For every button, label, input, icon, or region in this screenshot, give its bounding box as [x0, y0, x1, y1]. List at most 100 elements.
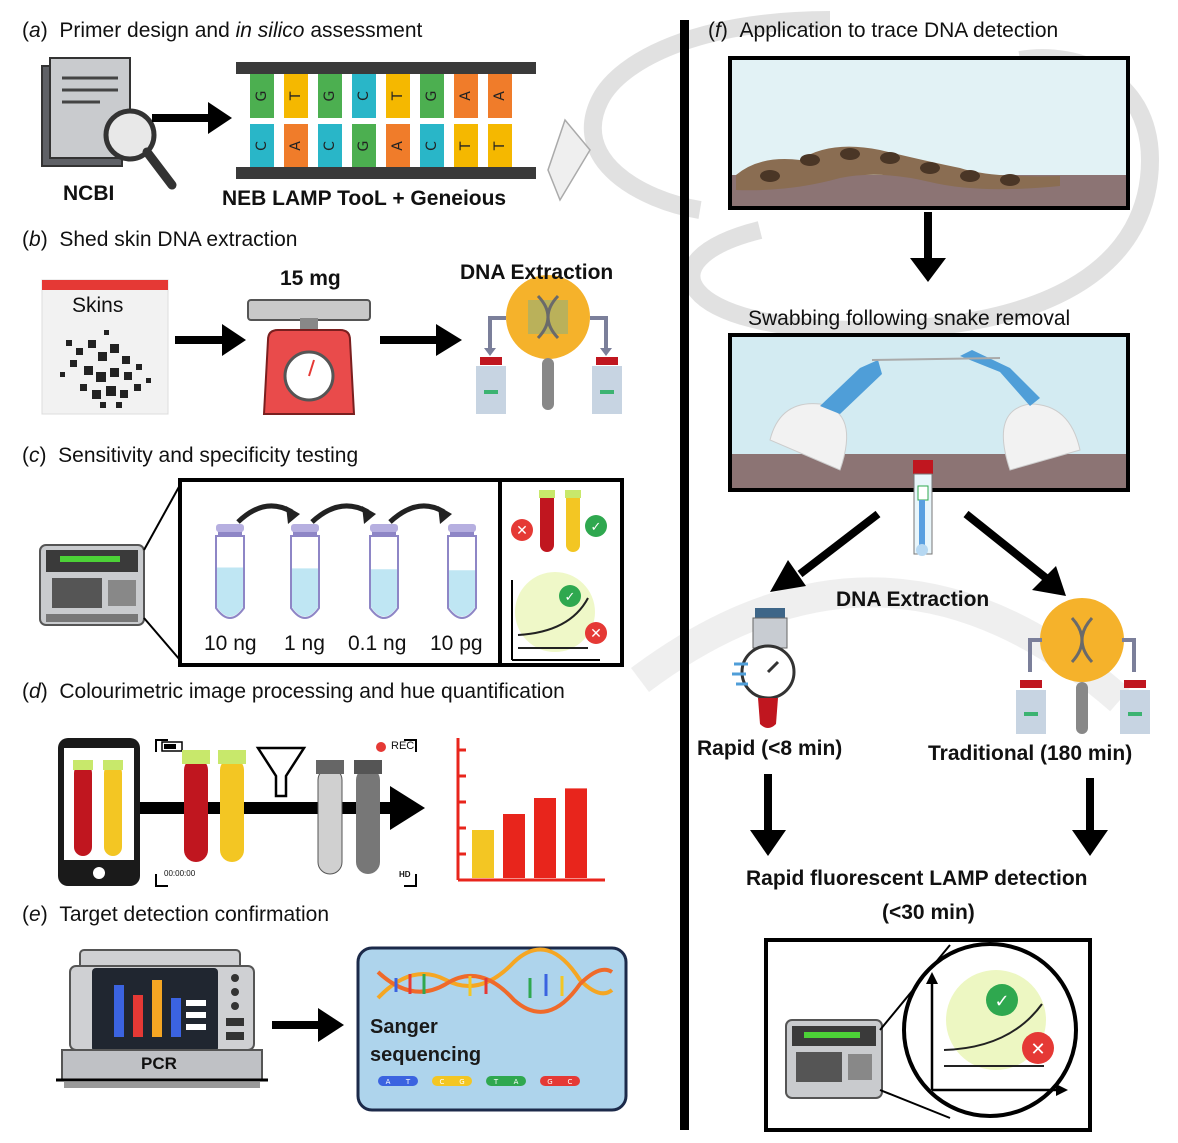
- base-pair-letter: T: [405, 1078, 411, 1086]
- base-tile-top: [454, 74, 478, 118]
- lamp-machine-icon: [39, 544, 145, 626]
- skins-label: Skins: [72, 294, 124, 317]
- panel-e-title: (e) Target detection confirmation: [22, 903, 330, 926]
- base-letter-bottom: G: [356, 141, 372, 152]
- sanger-label-line2: sequencing: [370, 1044, 482, 1066]
- svg-text:✕: ✕: [1030, 1039, 1045, 1060]
- document-search-icon: [41, 57, 177, 190]
- mass-label: 15 mg: [280, 267, 341, 290]
- arrow-down-icon: [910, 212, 946, 282]
- tube-liquid: [371, 569, 397, 617]
- base-letter-top: T: [288, 91, 304, 101]
- arrow-down-left-icon: [770, 510, 881, 592]
- dilution-label-3: 0.1 ng: [348, 632, 407, 655]
- shed-skin-image: [41, 279, 169, 415]
- tube-liquid: [217, 567, 243, 617]
- svg-text:✓: ✓: [591, 520, 602, 535]
- svg-text:✕: ✕: [516, 523, 528, 539]
- weighing-scale-icon: [247, 299, 371, 415]
- sanger-label-line1: Sanger: [370, 1016, 438, 1038]
- base-tile-top: [488, 74, 512, 118]
- pcr-label: PCR: [141, 1054, 177, 1073]
- base-pair-letter: C: [440, 1078, 445, 1086]
- base-tile-bottom: [420, 124, 444, 167]
- base-pair-pill: [486, 1076, 526, 1086]
- dilution-label-1: 10 ng: [204, 632, 257, 655]
- base-letter-bottom: C: [254, 141, 270, 151]
- svg-text:✓: ✓: [994, 991, 1009, 1012]
- rec-label: REC: [391, 740, 415, 752]
- base-letter-bottom: T: [458, 141, 474, 151]
- lamp-label-line2: (<30 min): [882, 901, 975, 924]
- base-pair-letter: G: [459, 1078, 464, 1086]
- base-letter-top: T: [390, 91, 406, 101]
- base-letter-top: G: [424, 91, 440, 102]
- base-letter-top: G: [254, 91, 270, 102]
- swab-tube-icon: [913, 460, 933, 556]
- tube-cap: [448, 524, 476, 532]
- panel-a-title: (a) Primer design and in silico assessme…: [22, 19, 423, 42]
- arrow-right-icon: [272, 1008, 344, 1042]
- base-letter-top: A: [492, 91, 508, 101]
- base-tile-top: [420, 74, 444, 118]
- arrow-right-icon: [175, 324, 246, 356]
- base-tile-top: [318, 74, 342, 118]
- base-pair-letter: A: [514, 1078, 519, 1086]
- hue-bar: [472, 830, 494, 878]
- base-letter-bottom: A: [390, 141, 406, 151]
- traditional-label: Traditional (180 min): [928, 742, 1133, 765]
- snake-photo: [728, 56, 1130, 210]
- smartphone-icon: [58, 738, 140, 886]
- tube-liquid: [449, 570, 475, 617]
- base-tile-bottom: [454, 124, 478, 167]
- base-tile-bottom: [318, 124, 342, 167]
- panel-d-title: (d) Colourimetric image processing and h…: [22, 680, 565, 703]
- specificity-result-icons: ✕ ✓ ✓ ✕: [511, 490, 607, 661]
- dna-extraction-device-icon: [476, 275, 622, 414]
- base-tile-bottom: [284, 124, 308, 167]
- arrow-right-icon: [380, 324, 462, 356]
- svg-text:✓: ✓: [565, 590, 576, 605]
- lamp-machine-icon: [785, 1019, 883, 1099]
- swabbing-label: Swabbing following snake removal: [748, 307, 1071, 330]
- base-tile-top: [352, 74, 376, 118]
- tube-cap: [370, 524, 398, 532]
- rapid-extraction-device-icon: [732, 608, 796, 728]
- base-pair-pill: [432, 1076, 472, 1086]
- tube-cap: [293, 530, 317, 536]
- panel-divider: [680, 20, 689, 1130]
- rapid-label: Rapid (<8 min): [697, 737, 843, 760]
- base-tile-bottom: [488, 124, 512, 167]
- dilution-label-4: 10 pg: [430, 632, 483, 655]
- base-letter-bottom: C: [322, 141, 338, 151]
- tube-liquid: [292, 568, 318, 617]
- base-tile-top: [250, 74, 274, 118]
- panel-b-title: (b) Shed skin DNA extraction: [22, 228, 298, 251]
- arrow-down-icon: [1072, 778, 1108, 856]
- hue-bar: [565, 788, 587, 878]
- base-letter-top: C: [356, 91, 372, 101]
- arrow-right-icon: [152, 102, 232, 134]
- hue-bar: [534, 798, 556, 878]
- base-tile-bottom: [386, 124, 410, 167]
- lamp-label-line1: Rapid fluorescent LAMP detection: [746, 867, 1088, 890]
- tube-cap: [218, 530, 242, 536]
- extraction-label-b: DNA Extraction: [460, 261, 614, 284]
- tube-cap: [216, 524, 244, 532]
- base-letter-top: G: [322, 91, 338, 102]
- arrow-down-right-icon: [963, 510, 1066, 596]
- base-tile-top: [284, 74, 308, 118]
- panel-f-title: (f) Application to trace DNA detection: [708, 19, 1059, 42]
- pcr-machine-icon: [56, 949, 268, 1088]
- base-tile-top: [386, 74, 410, 118]
- base-letter-top: A: [458, 91, 474, 101]
- arrow-down-icon: [750, 774, 786, 856]
- hd-label: HD: [399, 870, 411, 879]
- extraction-label-f: DNA Extraction: [836, 588, 990, 611]
